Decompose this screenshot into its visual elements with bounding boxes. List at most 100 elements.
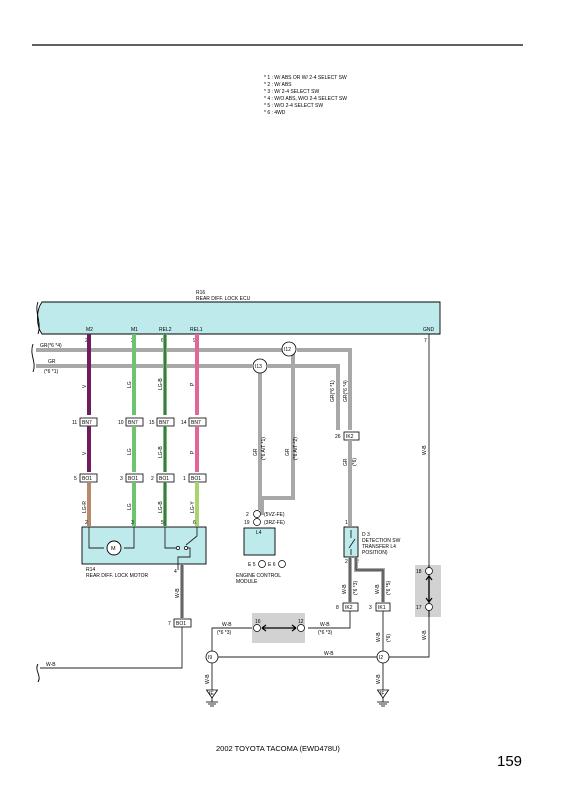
left-wire-gr1: GR(*6 *4) xyxy=(40,343,62,349)
wire-label-wb-ground-ie: W-B xyxy=(205,674,211,684)
ecu-pin-num-m2: 2 xyxy=(85,338,88,344)
note-3: * 3 : W/ 2-4 SELECT SW xyxy=(264,89,319,95)
note-1: * 1 : W/ ABS OR W/ 2-4 SELECT SW xyxy=(264,75,347,81)
ground-connector-12 xyxy=(297,624,305,632)
wire-label-v-1: V xyxy=(82,384,88,388)
ik2-top-pin: 26 xyxy=(335,434,341,440)
wire-label-wb-left: W-B xyxy=(46,662,56,668)
d3-id: D 3 xyxy=(362,532,370,538)
d3-star6-3: (*6 *3) xyxy=(353,580,359,595)
ecu-break-mark xyxy=(36,301,40,335)
connector-bn7-row: BN7 BN7 BN7 BN7 11 10 15 14 xyxy=(72,417,207,427)
wire-label-wb-ecu-gnd: W-B xyxy=(422,445,428,455)
ecu-pin-rel1: REL1 xyxy=(190,327,203,333)
ecm-id: L4 xyxy=(256,530,262,536)
motor-symbol-label: M xyxy=(111,546,116,552)
wire-label-p-1: P xyxy=(190,382,196,386)
motor-id: R14 xyxy=(86,567,95,573)
gr-label-e: GR xyxy=(343,458,349,466)
wire-wb-ecu-gnd xyxy=(389,334,430,658)
wire-gr-upper-right xyxy=(297,348,352,430)
ground-connector-arrow xyxy=(261,624,297,632)
wire-wb-d3-right xyxy=(354,557,385,602)
note-2: * 2 : W/ ABS xyxy=(264,82,292,88)
ecu-name: REAR DIFF. LOCK ECU xyxy=(196,296,251,302)
gr-label-b-note: (*6 A/T *2) xyxy=(293,437,299,460)
svg-text:14: 14 xyxy=(181,420,187,426)
motor-internal-wiring xyxy=(88,527,198,570)
d3-pin-top: 1 xyxy=(345,520,348,526)
svg-text:15: 15 xyxy=(149,420,155,426)
motor-symbol xyxy=(106,540,122,556)
wire-label-wb-ecu-gnd-2: W-B xyxy=(422,630,428,640)
motor-name: REAR DIFF. LOCK MOTOR xyxy=(86,573,149,579)
ecm-pin2: 19 xyxy=(244,520,250,526)
connector-ik2-bottom xyxy=(342,602,359,612)
junction-i12 xyxy=(281,341,297,357)
wire-label-lg-1: LG xyxy=(127,381,133,388)
connector-ik2-top-label: IK2 xyxy=(346,434,354,440)
ecm-pin2-note: (3RZ-FE) xyxy=(264,520,285,526)
left-break-mark xyxy=(31,343,35,373)
left-wire-note: (*6 *1) xyxy=(44,369,59,375)
svg-text:BN7: BN7 xyxy=(128,420,138,426)
d3-pin-left: 2 xyxy=(345,559,348,565)
svg-text:11: 11 xyxy=(72,420,77,426)
ecm-pin1-note: (5VZ-FE) xyxy=(264,512,285,518)
wire-label-wb-gnd-right: W-B xyxy=(320,622,330,628)
motor-pin-b: 3 xyxy=(131,520,134,526)
d3-switch xyxy=(348,530,356,555)
svg-text:BN7: BN7 xyxy=(82,420,92,426)
motor-switch-contact-1 xyxy=(176,546,180,550)
ground-ie-label: IE xyxy=(209,691,214,697)
gr-label-d: GR(*6 *4) xyxy=(343,380,349,402)
ecm-pin1: 2 xyxy=(246,512,249,518)
ground-connector-arrow-right xyxy=(425,575,433,603)
gnd-left-star6-3: (*6 *3) xyxy=(217,630,232,636)
ground-connector-17-label: 17 xyxy=(416,605,422,611)
ecm-name-1: ENGINE CONTROL xyxy=(236,573,281,579)
svg-text:3: 3 xyxy=(120,476,123,482)
footer-title: 2002 TOYOTA TACOMA (EWD478U) xyxy=(216,744,340,753)
wire-label-v-2: V xyxy=(82,451,88,455)
ground-connector-16-label: 16 xyxy=(255,619,261,625)
wire-label-p-2: P xyxy=(190,450,196,454)
wire-wb-d3-right-core xyxy=(355,557,384,602)
wire-gr-lower-right xyxy=(268,364,340,430)
ground-if-label: IF xyxy=(380,691,384,697)
svg-text:BO1: BO1 xyxy=(159,476,169,482)
junction-i13-label: I13 xyxy=(255,364,262,370)
d3-line2: TRANSFER L4 xyxy=(362,544,396,550)
svg-text:1: 1 xyxy=(183,476,186,482)
note-6: * 6 : 4WD xyxy=(264,110,286,116)
junction-i13 xyxy=(252,358,268,374)
motor-pin-d: 6 xyxy=(193,520,196,526)
svg-text:BN7: BN7 xyxy=(159,420,169,426)
ecm-e6: E 6 xyxy=(268,562,276,568)
ecm-name-2: MODULE xyxy=(236,579,258,585)
ecm-e5: E 5 xyxy=(248,562,256,568)
svg-text:BO1: BO1 xyxy=(191,476,201,482)
ecm-block xyxy=(243,527,276,556)
ecu-block xyxy=(37,301,441,335)
ecu-pin-num-rel1: 9 xyxy=(193,338,196,344)
connector-bo1-row: BO1 BO1 BO1 BO1 5 3 2 1 xyxy=(74,473,207,483)
ground-connector-16 xyxy=(253,624,261,632)
connector-ik2-bottom-label: IK2 xyxy=(345,605,353,611)
ground-connector-12-label: 12 xyxy=(298,619,304,625)
junction-i2-label: I2 xyxy=(379,655,383,661)
motor-block xyxy=(81,526,207,565)
ecm-pin2-code xyxy=(253,518,261,526)
ik2-bottom-pin: 8 xyxy=(336,605,339,611)
gr-label-b: GR xyxy=(285,448,291,456)
wire-label-lgy: LG-Y xyxy=(190,501,196,513)
gr-label-a-note: (*6 A/T *1) xyxy=(261,437,267,460)
junction-i9-label: I9 xyxy=(208,655,212,661)
ecm-e6-code xyxy=(278,560,286,568)
ground-connector-17 xyxy=(425,603,433,611)
ik1-pin: 3 xyxy=(369,605,372,611)
connector-ik1-label: IK1 xyxy=(378,605,386,611)
wire-label-wb-ik1: W-B xyxy=(376,632,382,642)
